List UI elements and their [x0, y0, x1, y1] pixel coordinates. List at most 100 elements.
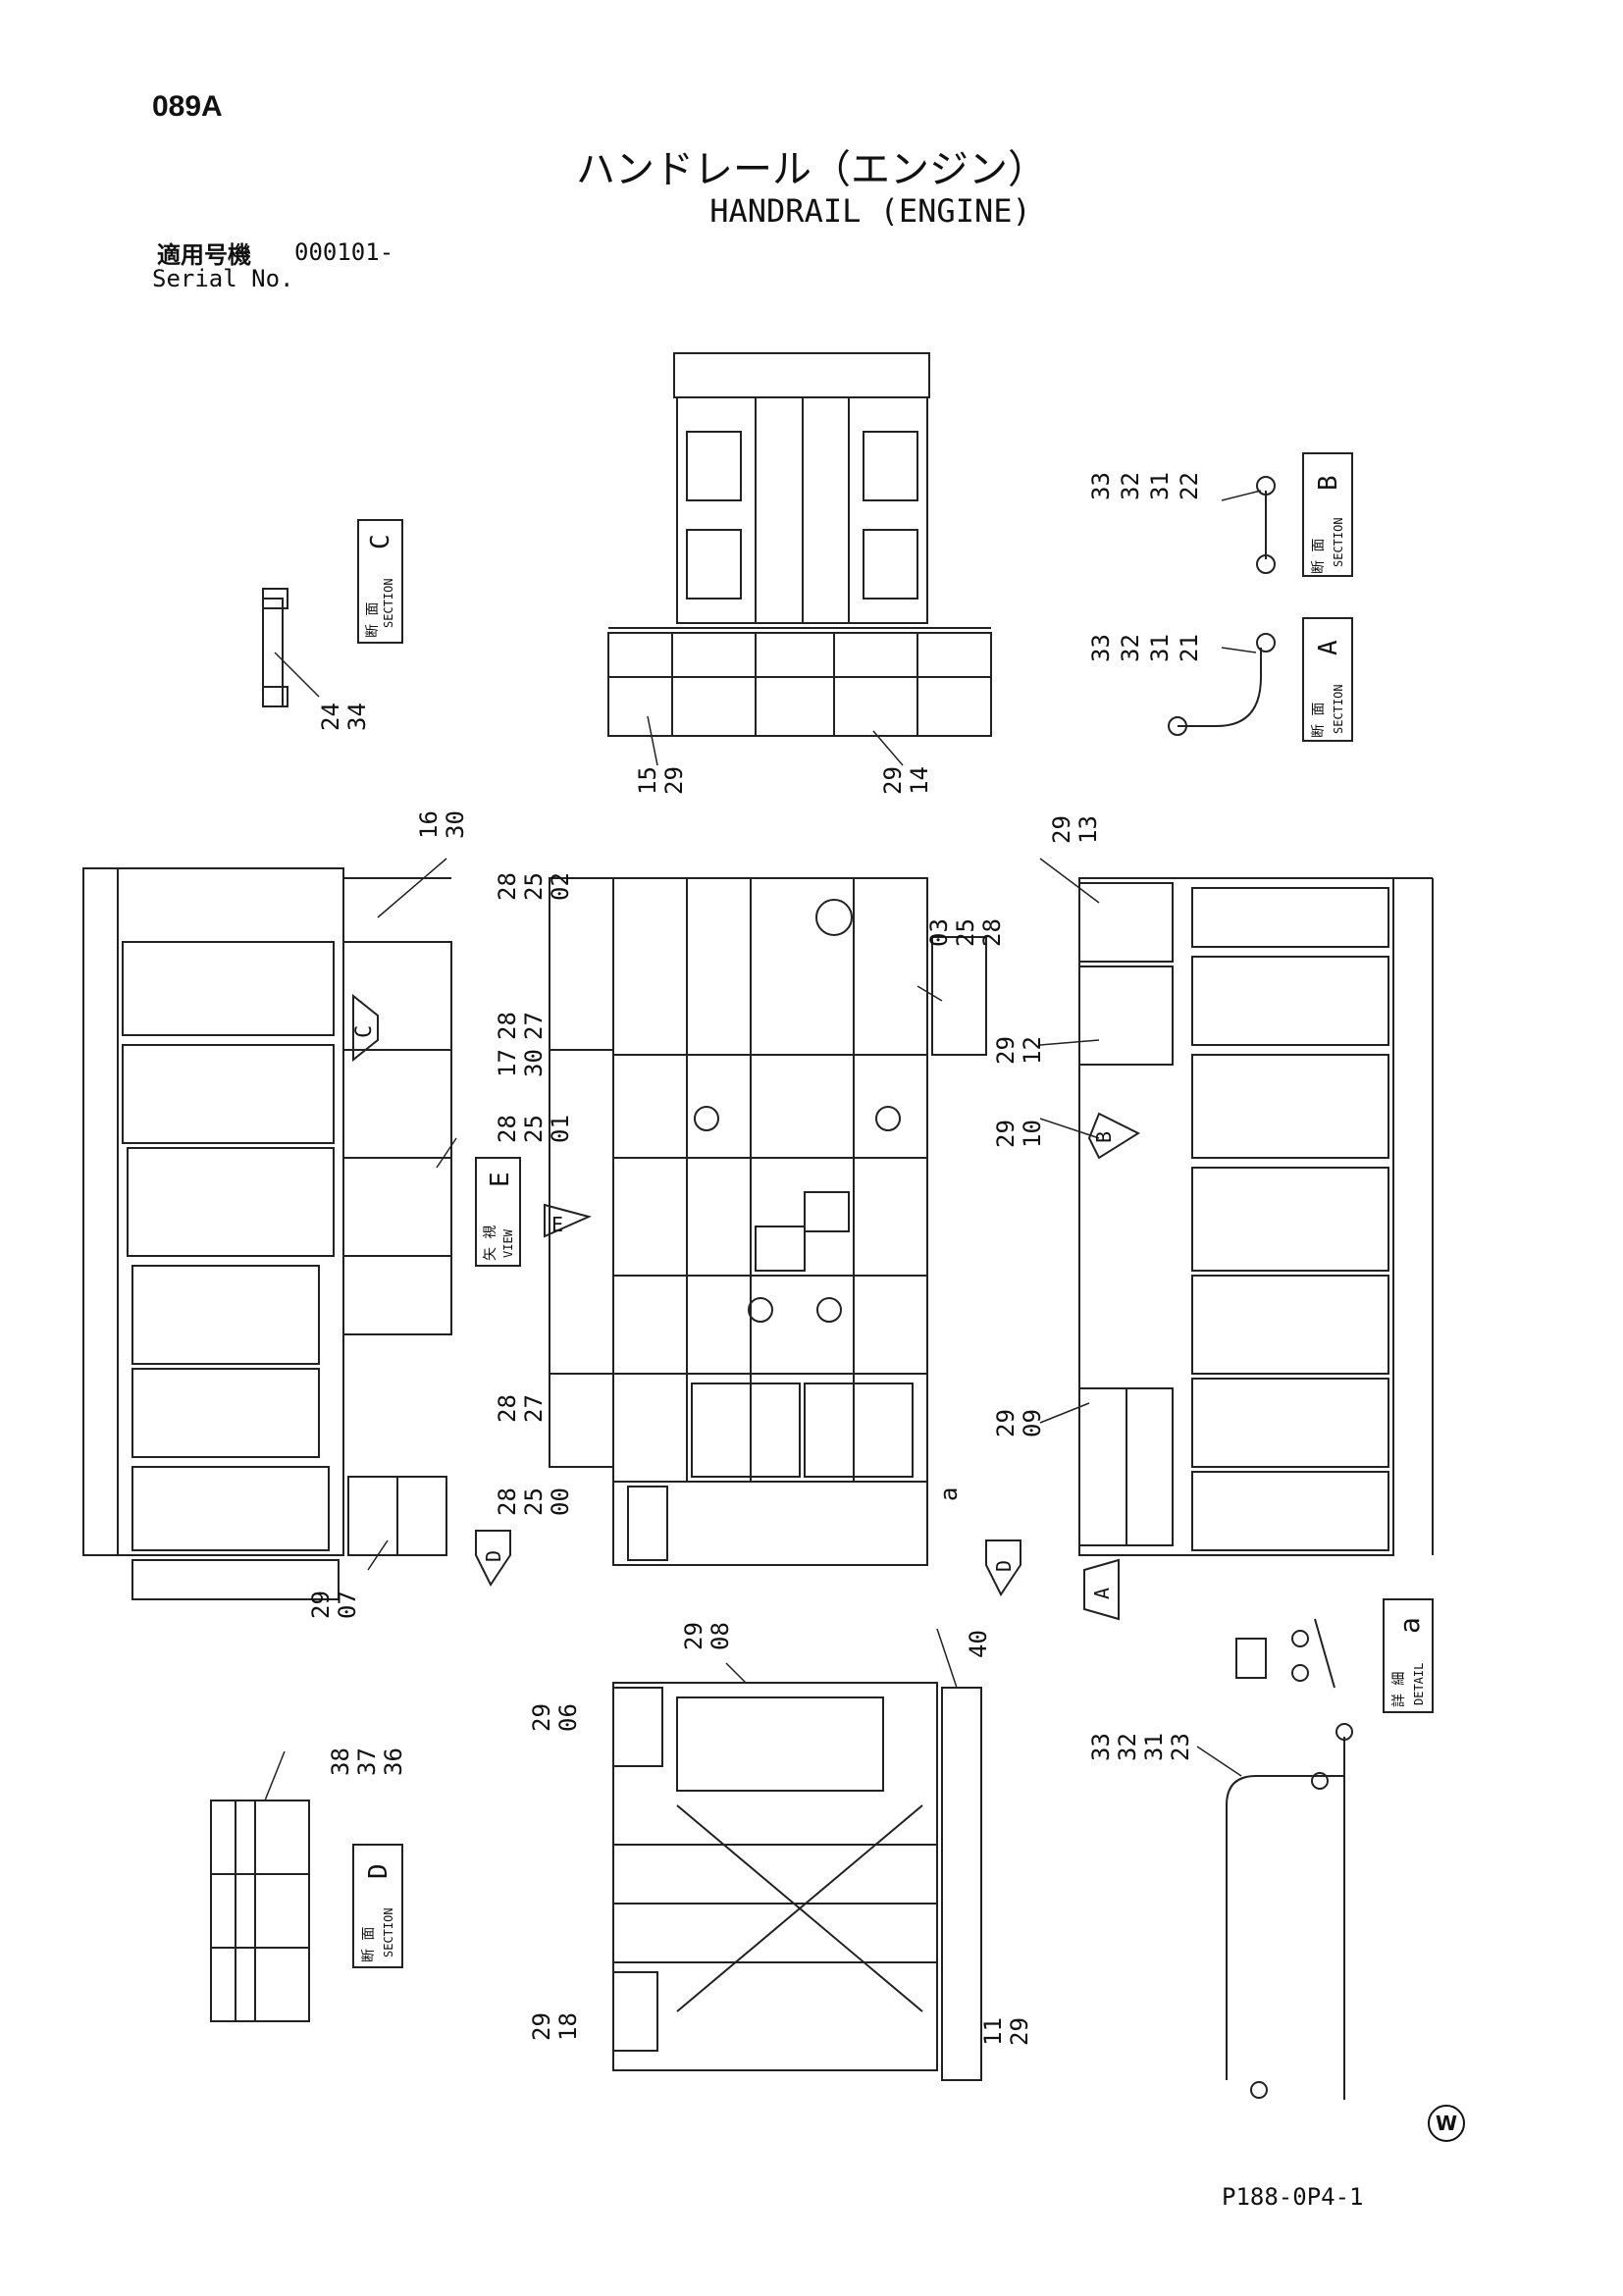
svg-text:14: 14 — [906, 766, 933, 795]
label-right-12: 29 12 — [992, 1036, 1046, 1065]
label-center-02: 28 25 02 — [494, 872, 574, 901]
label-top-left: 15 29 — [634, 766, 688, 795]
svg-text:32: 32 — [1114, 1733, 1141, 1761]
label-center-27b: 28 27 — [494, 1394, 548, 1423]
svg-text:28: 28 — [978, 918, 1006, 947]
svg-text:10: 10 — [1019, 1120, 1046, 1148]
svg-text:a: a — [935, 1487, 963, 1501]
label-right-10: 29 10 — [992, 1120, 1046, 1148]
label-sec-b: 33 32 31 22 — [1087, 472, 1203, 500]
view-e-en: VIEW — [501, 1228, 515, 1258]
top-view-upper — [607, 352, 992, 737]
arrow-a: A — [1083, 1558, 1120, 1621]
arrow-b: B — [1087, 1112, 1141, 1160]
svg-text:33: 33 — [1087, 634, 1115, 662]
label-right-09: 29 09 — [992, 1409, 1046, 1437]
section-box-a: A SECTION 断 面 — [1302, 617, 1353, 742]
svg-text:25: 25 — [520, 1487, 548, 1516]
section-c-jp: 断 面 — [365, 602, 381, 638]
view-e-letter: E — [486, 1172, 515, 1187]
label-left-17: 28 25 01 — [494, 1115, 574, 1143]
section-a-letter: A — [1314, 640, 1343, 655]
svg-text:33: 33 — [1087, 1733, 1115, 1761]
svg-text:25: 25 — [520, 872, 548, 901]
section-b-letter: B — [1314, 475, 1343, 491]
section-b-jp: 断 面 — [1311, 539, 1327, 574]
svg-text:E: E — [551, 1213, 563, 1236]
arrow-d-right: D — [985, 1539, 1021, 1596]
svg-text:29: 29 — [528, 1703, 555, 1732]
svg-text:31: 31 — [1146, 634, 1174, 662]
svg-text:B: B — [1092, 1131, 1116, 1143]
section-c-en: SECTION — [382, 578, 395, 628]
svg-text:28: 28 — [494, 872, 521, 901]
w-mark: W — [1428, 2105, 1465, 2142]
svg-text:28: 28 — [494, 1115, 521, 1143]
svg-text:29: 29 — [879, 766, 907, 795]
label-left-16: 16 30 — [415, 810, 469, 839]
svg-text:29: 29 — [1006, 2017, 1033, 2046]
section-box-b: B SECTION 断 面 — [1302, 452, 1353, 577]
svg-text:40: 40 — [965, 1630, 992, 1658]
label-bottom-40: 40 — [965, 1630, 992, 1658]
svg-text:17: 17 — [494, 1049, 521, 1077]
section-a-jp: 断 面 — [1311, 703, 1327, 738]
serial-label-english: Serial No. — [152, 265, 294, 292]
svg-text:27: 27 — [520, 1012, 548, 1040]
section-b-detail — [1256, 476, 1276, 574]
svg-text:09: 09 — [1019, 1409, 1046, 1437]
section-c-letter: C — [366, 534, 395, 549]
label-bottom-08: 29 08 — [680, 1622, 734, 1650]
svg-text:31: 31 — [1140, 1733, 1168, 1761]
left-side-view — [82, 867, 452, 1600]
svg-text:22: 22 — [1176, 472, 1203, 500]
bottom-view — [612, 1682, 982, 2081]
center-plan-view — [549, 877, 987, 1566]
svg-text:27: 27 — [520, 1394, 548, 1423]
svg-text:C: C — [352, 1025, 377, 1038]
page-code: 089A — [152, 90, 223, 123]
svg-text:34: 34 — [343, 703, 371, 731]
label-small-a: a — [935, 1487, 963, 1501]
label-rail-23: 33 32 31 23 — [1087, 1733, 1194, 1761]
view-e-jp: 矢 視 — [483, 1226, 498, 1261]
svg-text:01: 01 — [547, 1115, 574, 1143]
arrow-d-left: D — [475, 1530, 511, 1587]
rail-23-detail — [1226, 1723, 1353, 2100]
label-sec-d: 38 37 36 — [327, 1748, 407, 1776]
svg-text:29: 29 — [992, 1120, 1020, 1148]
svg-text:D: D — [992, 1560, 1016, 1572]
arrow-c: C — [352, 993, 379, 1063]
arrow-e: E — [544, 1203, 592, 1238]
section-box-c: C SECTION 断 面 — [357, 519, 403, 644]
detail-a-en: DETAIL — [1412, 1663, 1426, 1705]
svg-text:21: 21 — [1176, 634, 1203, 662]
svg-text:29: 29 — [307, 1591, 335, 1619]
section-box-d: D SECTION 断 面 — [352, 1844, 403, 1968]
right-side-view — [1078, 877, 1434, 1556]
title-english: HANDRAIL (ENGINE) — [709, 192, 1031, 230]
label-center-27a: 28 27 — [494, 1012, 548, 1040]
svg-text:29: 29 — [528, 2012, 555, 2041]
serial-label-japanese: 適用号機 — [157, 241, 251, 269]
label-sec-c: 24 34 — [317, 703, 371, 731]
svg-text:32: 32 — [1117, 472, 1144, 500]
view-box-e: E VIEW 矢 視 — [475, 1157, 521, 1267]
label-bottom-18: 29 18 — [528, 2012, 582, 2041]
detail-a — [1235, 1618, 1335, 1689]
svg-text:29: 29 — [992, 1036, 1020, 1065]
svg-text:A: A — [1090, 1588, 1114, 1599]
svg-text:31: 31 — [1146, 472, 1174, 500]
svg-text:30: 30 — [520, 1049, 548, 1077]
svg-text:25: 25 — [520, 1115, 548, 1143]
serial-value: 000101- — [294, 238, 394, 266]
title-japanese: ハンドレール（エンジン） — [576, 147, 1047, 192]
svg-text:38: 38 — [327, 1748, 354, 1776]
svg-text:15: 15 — [634, 766, 661, 795]
svg-text:23: 23 — [1167, 1733, 1194, 1761]
svg-text:16: 16 — [415, 810, 443, 839]
section-d-en: SECTION — [382, 1907, 395, 1957]
svg-text:30: 30 — [442, 810, 469, 839]
label-sec-a: 33 32 31 21 — [1087, 634, 1203, 662]
svg-text:06: 06 — [554, 1703, 582, 1732]
